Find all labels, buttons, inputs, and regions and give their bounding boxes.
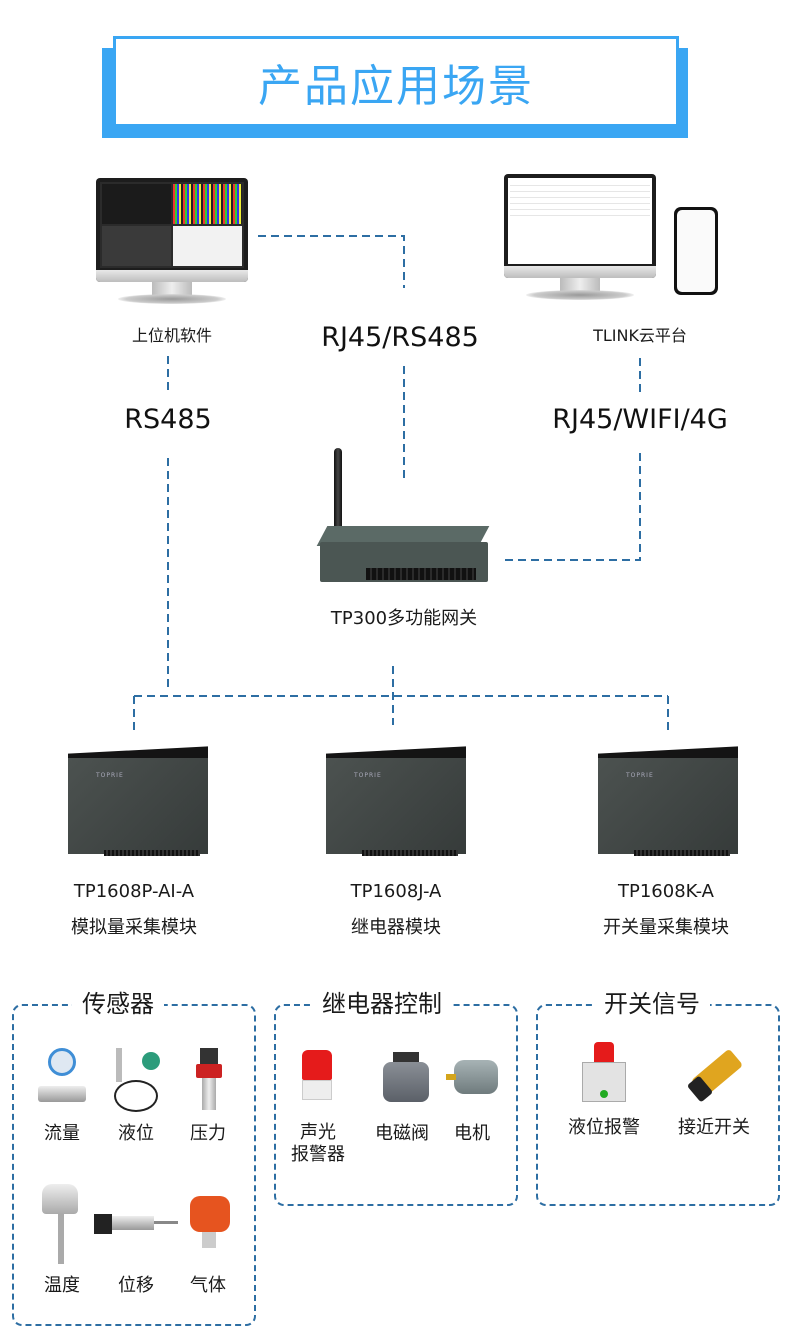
group-sensors-title: 传感器 xyxy=(72,984,164,1019)
page-title: 产品应用场景 xyxy=(258,60,534,112)
module-logo: TOPRIE xyxy=(96,772,124,779)
module-name-2: 继电器模块 xyxy=(351,917,441,938)
module-name-3: 开关量采集模块 xyxy=(603,917,729,938)
displacement-sensor-icon xyxy=(92,1182,180,1268)
solenoid-valve-icon xyxy=(379,1046,435,1116)
sensor-item-level: 液位 xyxy=(104,1046,168,1146)
module-device-icon: TOPRIE xyxy=(68,746,208,862)
cloud-platform-label: TLINK云平台 xyxy=(593,326,687,345)
relay-item-motor: 电机 xyxy=(440,1046,504,1146)
protocol-left-label: RS485 xyxy=(124,404,212,435)
module-name-1: 模拟量采集模块 xyxy=(71,917,197,938)
temperature-sensor-icon xyxy=(34,1182,90,1268)
gas-detector-icon xyxy=(180,1182,236,1268)
level-alarm-box-icon xyxy=(576,1040,632,1110)
relay-item-solenoid-valve: 电磁阀 xyxy=(364,1046,440,1146)
level-sensor-icon xyxy=(108,1046,164,1116)
pressure-sensor-icon xyxy=(180,1046,236,1116)
gateway-router-icon xyxy=(316,448,490,588)
motor-icon xyxy=(444,1046,500,1116)
pc-software-label: 上位机软件 xyxy=(131,326,212,345)
module-logo: TOPRIE xyxy=(354,772,382,779)
proximity-switch-icon xyxy=(686,1040,744,1110)
line-cloud-to-gateway xyxy=(500,453,641,561)
title-banner: 产品应用场景 xyxy=(113,36,679,124)
module-device-icon: TOPRIE xyxy=(326,746,466,862)
module-model-1: TP1608P-AI-A xyxy=(73,881,195,902)
protocol-center-label: RJ45/RS485 xyxy=(321,322,479,353)
module-device-icon: TOPRIE xyxy=(598,746,738,862)
module-model-2: TP1608J-A xyxy=(350,881,442,902)
desktop-monitor-icon xyxy=(96,178,248,310)
switch-item-level-alarm: 液位报警 xyxy=(558,1040,650,1140)
group-relay-control-title: 继电器控制 xyxy=(312,984,452,1019)
protocol-right-label: RJ45/WIFI/4G xyxy=(552,404,728,435)
sensor-item-flow: 流量 xyxy=(30,1046,94,1146)
gateway-label: TP300多功能网关 xyxy=(330,608,478,629)
module-logo: TOPRIE xyxy=(626,772,654,779)
line-pc-to-center xyxy=(258,235,405,288)
sensor-item-temperature: 温度 xyxy=(30,1182,94,1298)
smartphone-icon xyxy=(674,207,718,295)
sensor-item-gas: 气体 xyxy=(176,1182,240,1298)
group-switch-signal-title: 开关信号 xyxy=(594,984,710,1019)
alarm-light-icon xyxy=(290,1046,346,1116)
module-model-3: TP1608K-A xyxy=(618,881,714,902)
relay-item-alarm-light: 声光 报警器 xyxy=(286,1046,350,1166)
switch-item-proximity-switch: 接近开关 xyxy=(668,1040,760,1140)
sensor-item-displacement: 位移 xyxy=(92,1182,180,1298)
sensor-item-pressure: 压力 xyxy=(176,1046,240,1146)
flow-meter-icon xyxy=(34,1046,90,1116)
cloud-platform-monitor-icon xyxy=(504,174,656,306)
